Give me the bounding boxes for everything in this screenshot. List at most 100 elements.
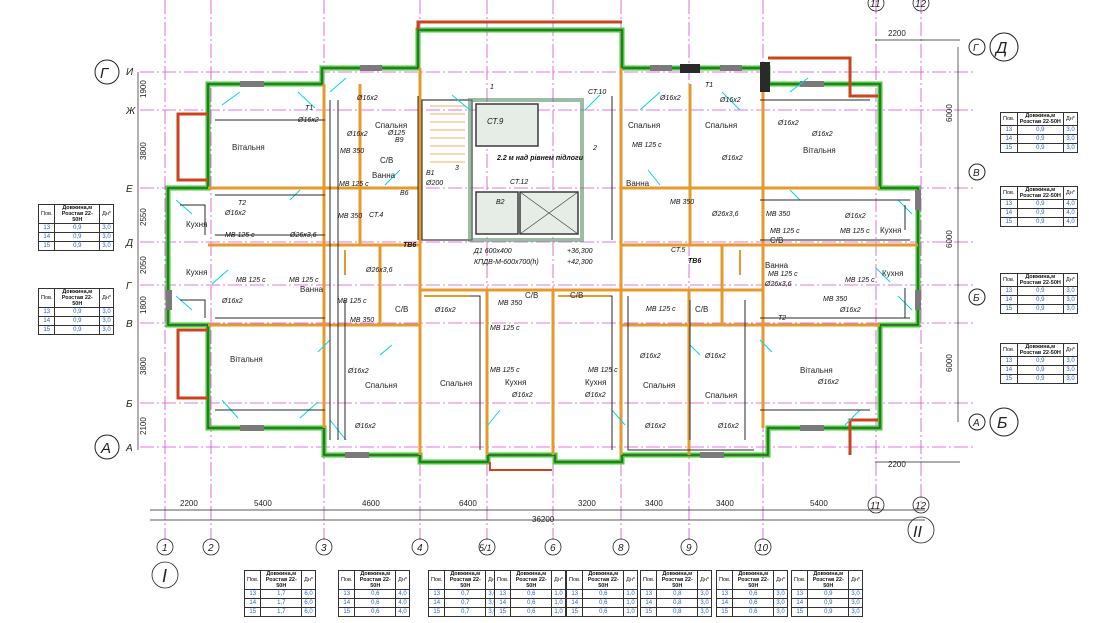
label-tv6-b: ТВ6 bbox=[688, 258, 701, 265]
axis-bottom-9: 9 bbox=[686, 543, 692, 554]
label-mb125-8: МВ 125 с bbox=[490, 367, 520, 374]
label-d16-13: Ø16x2 bbox=[704, 353, 726, 360]
room-vitalnia-tl: Вітальня bbox=[232, 143, 265, 152]
axis-bottom-5-1: 5/1 bbox=[479, 543, 492, 553]
dim-bottom-7: 3400 bbox=[716, 499, 734, 508]
label-d16-22: Ø16x2 bbox=[817, 379, 839, 386]
label-st4: СТ.4 bbox=[369, 212, 383, 219]
label-mb125-7: МВ 125 с bbox=[490, 325, 520, 332]
label-d16-17: Ø16x2 bbox=[777, 120, 799, 127]
dim-left-1: 1900 bbox=[139, 80, 148, 98]
axis-top-12: 12 bbox=[915, 0, 927, 10]
label-n3: 3 bbox=[455, 165, 459, 172]
label-mb125-13: МВ 125 с bbox=[768, 271, 798, 278]
label-d26-2: Ø26x3,6 bbox=[365, 267, 393, 274]
label-t1-2: Т1 bbox=[705, 82, 713, 89]
axis-label-Г: Г bbox=[126, 281, 133, 292]
label-mb125-12: МВ 125 с bbox=[840, 228, 870, 235]
label-d16-3: Ø16x2 bbox=[346, 131, 368, 138]
room-vanna-4: Ванна bbox=[765, 261, 789, 270]
axis-top-11: 11 bbox=[870, 0, 880, 10]
room-spalnia-7: Спальня bbox=[705, 121, 737, 130]
dims-right: 6000 6000 6000 2200 2200 bbox=[888, 29, 954, 469]
equipment-labels: СТ.9 СТ.10 СТ.12 СТ.4 СТ.5 2.2 м над рів… bbox=[369, 89, 701, 266]
label-d16-15: Ø16x2 bbox=[659, 95, 681, 102]
label-st12: СТ.12 bbox=[510, 179, 528, 186]
label-mb125-10: МВ 125 с bbox=[646, 306, 676, 313]
label-mb125-14: МВ 125 с bbox=[845, 277, 875, 284]
axis-roman-II: II bbox=[913, 524, 922, 541]
label-b1: В1 bbox=[426, 170, 435, 177]
label-d26-1: Ø26x3,6 bbox=[289, 232, 317, 239]
axis-bottom-6: 6 bbox=[550, 543, 556, 554]
axis-label-Ж: Ж bbox=[125, 106, 136, 117]
axis-circle-A: А bbox=[100, 440, 111, 457]
label-kpdv: КПДВ-М-600х700(h) bbox=[474, 259, 539, 266]
label-d16-18: Ø16x2 bbox=[811, 131, 833, 138]
label-n1: 1 bbox=[490, 84, 494, 91]
axis-circle-B: Б bbox=[997, 415, 1007, 432]
label-mb350-5: МВ 350 bbox=[670, 199, 694, 206]
dim-bottom-4: 6400 bbox=[459, 499, 477, 508]
label-d16-20: Ø16x2 bbox=[844, 213, 866, 220]
room-kukhnia-5: Кухня bbox=[880, 226, 901, 235]
label-d16-14: Ø16x2 bbox=[717, 423, 739, 430]
room-kukhnia-2: Кухня bbox=[186, 268, 207, 277]
dim-bottom-2: 5400 bbox=[254, 499, 272, 508]
label-d1: Д1 600x400 bbox=[473, 248, 512, 255]
label-st5: СТ.5 bbox=[671, 247, 685, 254]
room-spalnia-2: Спальня bbox=[365, 381, 397, 390]
label-elev2: +42,300 bbox=[567, 259, 593, 266]
label-d16-2: Ø16x2 bbox=[356, 95, 378, 102]
label-mb125-6: МВ 125 с bbox=[337, 298, 367, 305]
label-mb125-9: МВ 125 с bbox=[588, 367, 618, 374]
room-labels: Вітальня Вітальня Вітальня Вітальня Спал… bbox=[186, 121, 903, 400]
label-n2: 2 bbox=[592, 145, 597, 152]
dim-left-4: 2050 bbox=[139, 256, 148, 274]
dim-bottom-3: 4600 bbox=[362, 499, 380, 508]
room-kukhnia-3: Кухня bbox=[505, 378, 526, 387]
axis-label-Д: Д bbox=[125, 238, 133, 249]
label-d16-1: Ø16x2 bbox=[297, 117, 319, 124]
piping bbox=[175, 77, 913, 451]
label-d16-19: Ø16x2 bbox=[721, 155, 743, 162]
room-vitalnia-tr: Вітальня bbox=[803, 146, 836, 155]
label-tv6-a: ТВ6 bbox=[403, 242, 416, 249]
label-st10: СТ.10 bbox=[588, 89, 606, 96]
axis-markers-left: И Ж Е Д Г В Б А Г А bbox=[94, 59, 139, 460]
label-mb125-4: МВ 125 с bbox=[236, 277, 266, 284]
room-vanna-1: Ванна bbox=[372, 171, 396, 180]
label-mb350-3: МВ 350 bbox=[350, 317, 374, 324]
room-sv-4: С/В bbox=[570, 291, 583, 300]
axis-label-И: И bbox=[126, 67, 134, 78]
dim-left-2: 3800 bbox=[139, 142, 148, 160]
room-vitalnia-bl: Вітальня bbox=[230, 355, 263, 364]
axis-label-А: А bbox=[125, 443, 133, 454]
axis-markers-right: Д Б Г В Б А bbox=[875, 32, 1019, 463]
room-kukhnia-4: Кухня bbox=[585, 378, 606, 387]
dim-left-6: 3800 bbox=[139, 357, 148, 375]
axis-bottom-4: 4 bbox=[417, 543, 423, 554]
room-sv-6: С/В bbox=[770, 236, 783, 245]
building-walls bbox=[165, 20, 921, 471]
